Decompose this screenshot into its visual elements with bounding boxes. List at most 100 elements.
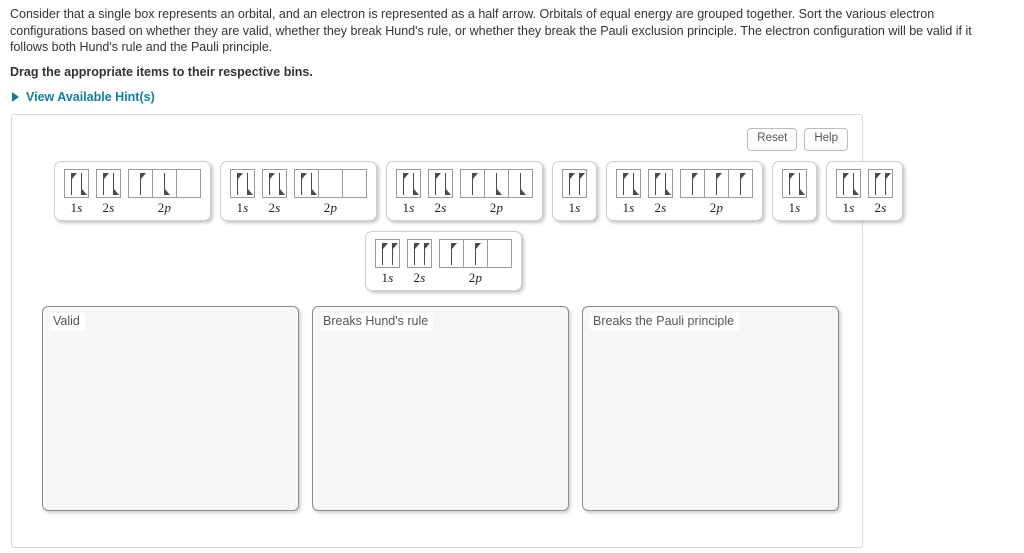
orbital-box (439, 239, 464, 268)
orbital-group: 1s (782, 169, 807, 216)
electron-up-arrow-icon (234, 172, 243, 195)
drop-bins: Valid Breaks Hund's rule Breaks the Pauli … (42, 306, 839, 511)
orbital-box (782, 169, 807, 198)
subshell-label: 2p (490, 200, 503, 216)
orbital-boxes (128, 169, 201, 198)
help-button[interactable]: Help (804, 128, 848, 151)
subshell-label: 2s (414, 270, 426, 286)
orbital-tile[interactable]: 1s (772, 161, 817, 221)
orbital-boxes (782, 169, 807, 198)
electron-up-arrow-icon (689, 172, 698, 195)
orbital-boxes (460, 169, 533, 198)
orbital-box (487, 239, 512, 268)
electron-down-arrow-icon (493, 172, 502, 195)
view-hints-link[interactable]: View Available Hint(s) (26, 89, 155, 104)
drop-bin-label: Breaks the Pauli principle (590, 313, 740, 330)
electron-arrows (97, 170, 120, 197)
electron-up-arrow-icon (266, 172, 275, 195)
orbital-group: 2s (868, 169, 893, 216)
electron-arrows (705, 170, 728, 197)
orbital-boxes (439, 239, 512, 268)
electron-arrows (869, 170, 892, 197)
electron-up-arrow-icon (872, 172, 881, 195)
subshell-letter: s (575, 200, 581, 215)
electron-down-arrow-icon (410, 172, 419, 195)
shell-number: 2 (874, 200, 882, 215)
orbital-tile[interactable]: 1s (552, 161, 597, 221)
electron-arrows (485, 170, 508, 197)
subshell-label: 2s (655, 200, 667, 216)
electron-arrows (429, 170, 452, 197)
reset-button[interactable]: Reset (747, 128, 798, 151)
subshell-label: 2s (435, 200, 447, 216)
electron-arrows (461, 170, 484, 197)
subshell-letter: p (716, 200, 724, 215)
orbital-boxes (262, 169, 287, 198)
subshell-label: 1s (789, 200, 801, 216)
electron-arrows (376, 240, 399, 267)
shell-number: 2 (489, 200, 497, 215)
drop-bin[interactable]: Valid (42, 306, 299, 511)
orbital-box (152, 169, 177, 198)
electron-down-arrow-icon (161, 172, 170, 195)
electron-arrows (464, 240, 487, 267)
orbital-box (342, 169, 367, 198)
electron-up-arrow-icon (469, 172, 478, 195)
subshell-label: 1s (403, 200, 415, 216)
orbital-box (728, 169, 753, 198)
subshell-letter: s (409, 200, 415, 215)
orbital-box (318, 169, 343, 198)
triangle-right-icon (12, 91, 19, 102)
electron-up-arrow-icon (786, 172, 795, 195)
orbital-boxes (428, 169, 453, 198)
electron-arrows (617, 170, 640, 197)
orbital-group: 2p (680, 169, 753, 216)
electron-down-arrow-icon (662, 172, 671, 195)
electron-up-arrow-icon (137, 172, 146, 195)
orbital-box (64, 169, 89, 198)
electron-up-arrow-icon (379, 242, 388, 265)
drop-bin[interactable]: Breaks Hund's rule (312, 306, 569, 511)
orbital-group: 1s (562, 169, 587, 216)
panel-toolbar: Reset Help (747, 128, 848, 151)
subshell-letter: p (475, 270, 483, 285)
shell-number: 2 (268, 200, 276, 215)
orbital-boxes (680, 169, 753, 198)
orbital-box (128, 169, 153, 198)
electron-down-arrow-icon (442, 172, 451, 195)
subshell-letter: s (77, 200, 83, 215)
electron-up-arrow-icon (840, 172, 849, 195)
orbital-group: 1s (396, 169, 421, 216)
drop-bin-label: Valid (50, 313, 85, 330)
shell-number: 2 (102, 200, 110, 215)
orbital-box (428, 169, 453, 198)
electron-up-arrow-icon (432, 172, 441, 195)
orbital-box (396, 169, 421, 198)
orbital-box (704, 169, 729, 198)
hint-row[interactable]: View Available Hint(s) (0, 79, 1024, 104)
electron-down-arrow-icon (110, 172, 119, 195)
drop-bin[interactable]: Breaks the Pauli principle (582, 306, 839, 511)
shell-number: 2 (434, 200, 442, 215)
electron-arrows (440, 240, 463, 267)
orbital-box (616, 169, 641, 198)
electron-up-arrow-icon (389, 242, 398, 265)
electron-arrows (563, 170, 586, 197)
orbital-group: 2p (128, 169, 201, 216)
orbital-boxes (616, 169, 641, 198)
orbital-group: 1s (375, 239, 400, 286)
subshell-label: 1s (237, 200, 249, 216)
orbital-box (836, 169, 861, 198)
orbital-group: 2s (428, 169, 453, 216)
